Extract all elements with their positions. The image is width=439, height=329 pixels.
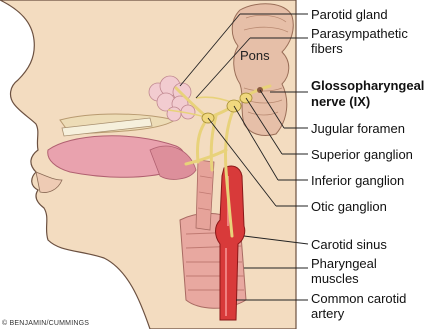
label-superior-ganglion: Superior ganglion [311,147,413,162]
label-parasympathetic-fibers-line1: Parasympathetic [311,26,408,41]
label-common-carotid-line2: artery [311,306,344,321]
label-pons: Pons [240,48,270,63]
label-glossopharyngeal-line1: Glossopharyngeal [311,78,424,93]
label-pharyngeal-muscles-line1: Pharyngeal [311,256,377,271]
label-inferior-ganglion: Inferior ganglion [311,173,404,188]
label-carotid-sinus: Carotid sinus [311,237,387,252]
label-parasympathetic-fibers-line2: fibers [311,41,343,56]
label-pharyngeal-muscles-line2: muscles [311,271,359,286]
copyright-notice: © BENJAMIN/CUMMINGS [2,320,89,327]
label-parotid-gland: Parotid gland [311,7,388,22]
label-common-carotid-line1: Common carotid [311,291,406,306]
label-jugular-foramen: Jugular foramen [311,121,405,136]
label-glossopharyngeal-line2: nerve (IX) [311,94,370,109]
label-otic-ganglion: Otic ganglion [311,199,387,214]
